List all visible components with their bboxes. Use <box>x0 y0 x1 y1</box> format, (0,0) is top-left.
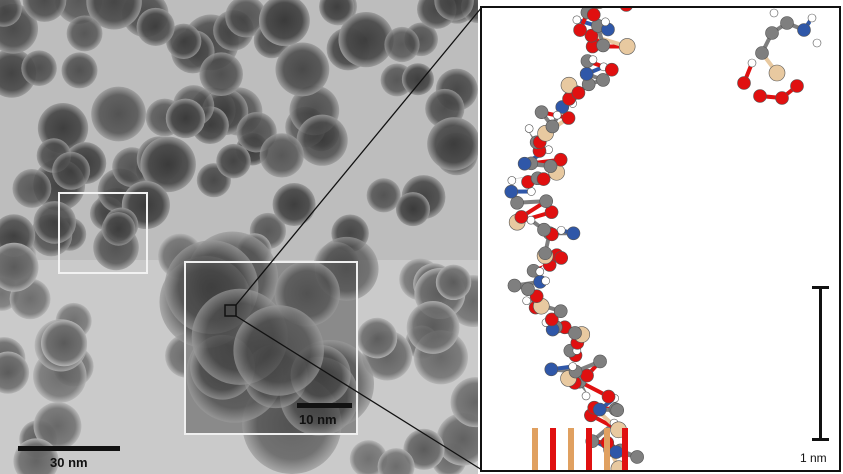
carbon-atom <box>553 304 568 318</box>
molecular-model <box>504 8 822 470</box>
hydrogen-atom <box>747 58 757 68</box>
carbon-atom <box>593 354 607 369</box>
carbon-atom <box>568 326 582 340</box>
silicon-atom <box>594 8 603 9</box>
oxygen-atom <box>586 8 601 22</box>
zoom-region-marker <box>224 304 237 317</box>
hydrogen-atom <box>526 215 536 225</box>
carbon-atom <box>539 194 554 208</box>
oxygen-atom <box>604 62 619 77</box>
tem-scale-bar <box>18 446 120 451</box>
oxygen-atom <box>561 111 576 125</box>
oxygen-atom <box>544 205 559 219</box>
model-scale-bar <box>819 286 822 441</box>
carbon-atom <box>521 282 535 296</box>
carbon-atom <box>596 73 610 87</box>
nitrogen-atom <box>566 226 581 241</box>
silicon-atom <box>768 64 786 82</box>
oxygen-atom <box>737 76 751 90</box>
inset-scale-label: 10 nm <box>299 412 337 427</box>
inset-scale-bar <box>297 403 352 408</box>
carbon-atom <box>538 246 553 261</box>
hydrogen-atom <box>581 391 591 401</box>
carbon-atom <box>780 16 794 30</box>
tem-image <box>0 0 478 474</box>
oxygen-atom <box>775 91 789 105</box>
hydrogen-atom <box>601 17 610 27</box>
hydrogen-atom <box>541 276 550 286</box>
carbon-atom <box>765 26 779 40</box>
hydrogen-atom <box>507 176 517 185</box>
tem-micrograph: 30 nm 10 nm <box>0 0 478 474</box>
hydrogen-atom <box>812 38 822 48</box>
oxygen-atom <box>553 152 568 167</box>
hydrogen-atom <box>552 110 562 120</box>
model-scale-bar-top-cap <box>812 286 829 289</box>
hydrogen-atom <box>807 13 817 23</box>
oxygen-atom <box>620 8 633 12</box>
carbon-atom <box>755 46 769 60</box>
oxygen-atom <box>601 389 616 404</box>
hydrogen-atom <box>524 124 534 133</box>
oxygen-atom <box>554 251 569 265</box>
nitrogen-atom <box>797 23 811 37</box>
oxygen-atom <box>584 28 599 43</box>
nitrogen-atom <box>504 184 519 199</box>
oxygen-atom <box>571 85 586 100</box>
model-scale-label: 1 nm <box>800 451 827 465</box>
oxygen-atom <box>573 23 587 37</box>
hydrogen-atom <box>522 296 531 306</box>
oxygen-atom <box>753 89 767 103</box>
carbon-atom <box>596 38 610 53</box>
nitrogen-atom <box>517 156 532 171</box>
hydrogen-atom <box>769 8 779 18</box>
oxygen-atom <box>536 172 551 186</box>
hydrogen-atom <box>568 362 577 371</box>
carbon-atom <box>537 222 551 237</box>
molecular-model-panel: 1 nm <box>480 6 841 472</box>
oxygen-atom <box>790 79 804 93</box>
carbon-atom <box>510 195 524 210</box>
carbon-atom <box>534 105 549 119</box>
tem-scale-label: 30 nm <box>50 455 88 470</box>
carbon-atom <box>545 119 560 134</box>
hydrogen-atom <box>535 267 545 276</box>
selection-box <box>58 192 148 274</box>
hydrogen-atom <box>572 15 582 25</box>
nitrogen-atom <box>544 362 559 377</box>
oxygen-atom <box>580 368 594 383</box>
hydrogen-atom <box>588 55 598 64</box>
nitrogen-atom <box>579 67 594 81</box>
oxygen-atom <box>514 210 529 224</box>
nitrogen-atom <box>592 402 607 417</box>
carbon-atom <box>507 278 522 293</box>
silicon-atom <box>618 38 636 55</box>
carbon-atom <box>543 159 558 173</box>
carbon-atom <box>610 403 625 418</box>
oxygen-atom <box>545 312 559 327</box>
carbon-atom <box>630 450 644 464</box>
model-scale-bar-bottom-cap <box>812 438 829 441</box>
